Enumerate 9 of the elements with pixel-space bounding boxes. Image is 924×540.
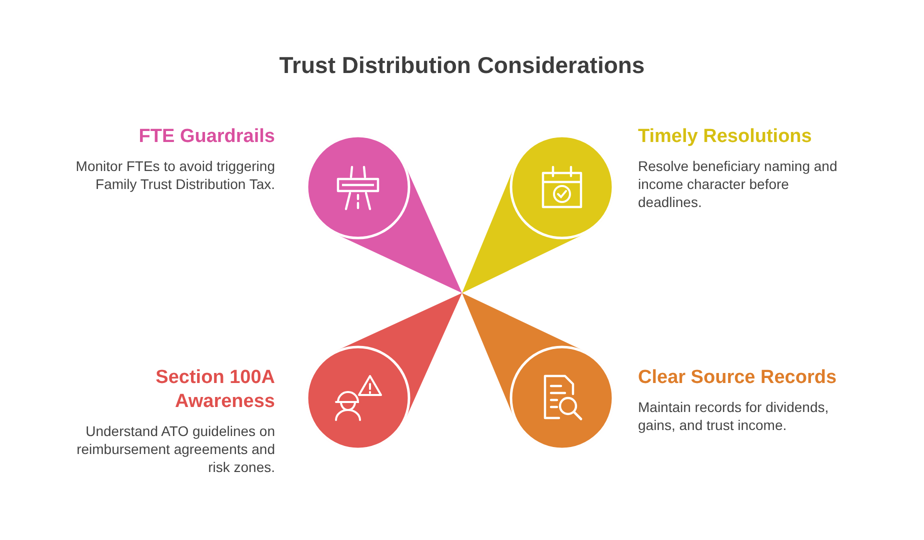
description: Monitor FTEs to avoid triggering Family Trust Distribution Tax. bbox=[75, 157, 275, 193]
heading: Timely Resolutions bbox=[638, 125, 813, 149]
heading: Section 100A Awareness bbox=[154, 366, 275, 414]
heading: FTE Guardrails bbox=[138, 125, 275, 149]
description: Maintain records for dividends, gains, and trust income. bbox=[638, 398, 830, 434]
heading: Clear Source Records bbox=[638, 366, 838, 390]
description: Understand ATO guidelines on reimbursement agreements and risk zones. bbox=[76, 422, 275, 476]
diagram-title: Trust Distribution Considerations bbox=[278, 52, 646, 79]
description: Resolve beneficiary naming and income character before deadlines. bbox=[638, 157, 838, 211]
